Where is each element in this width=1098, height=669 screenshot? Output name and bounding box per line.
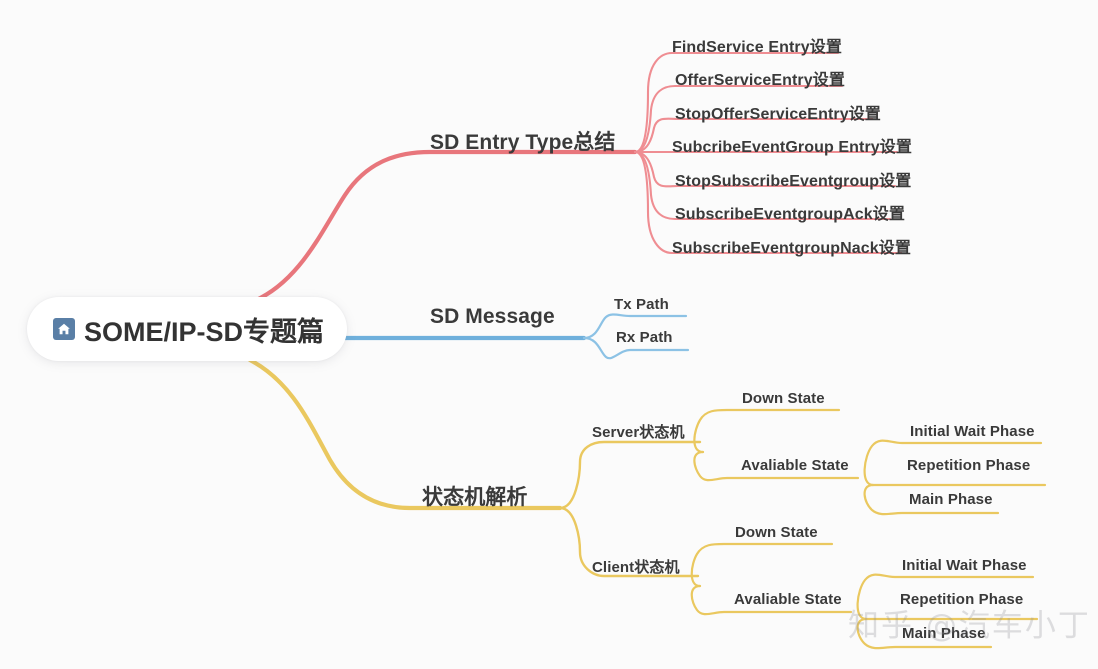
- node-server-initial-wait-phase[interactable]: Initial Wait Phase: [910, 423, 1035, 440]
- node-rx-path[interactable]: Rx Path: [616, 329, 673, 346]
- node-client-repetition-phase[interactable]: Repetition Phase: [900, 591, 1024, 608]
- node-client-state-machine[interactable]: Client状态机: [592, 559, 680, 576]
- node-subcribeeventgroup-entry[interactable]: SubcribeEventGroup Entry设置: [672, 139, 912, 156]
- node-server-main-phase[interactable]: Main Phase: [909, 491, 993, 508]
- node-tx-path[interactable]: Tx Path: [614, 296, 669, 313]
- node-subscribeeventgroupnack[interactable]: SubscribeEventgroupNack设置: [672, 240, 911, 257]
- branch-label-state-machine[interactable]: 状态机解析: [422, 486, 528, 509]
- node-stopsubscribeeventgroup[interactable]: StopSubscribeEventgroup设置: [675, 173, 912, 190]
- home-icon: [53, 318, 75, 340]
- watermark: 知乎 @汽车小丁: [848, 608, 1091, 644]
- root-node-label: SOME/IP-SD专题篇: [84, 316, 325, 347]
- node-server-down-state[interactable]: Down State: [742, 390, 825, 407]
- connector-client-to-down-state: [690, 542, 834, 588]
- node-client-initial-wait-phase[interactable]: Initial Wait Phase: [902, 557, 1027, 574]
- connector-state-machine-to-server: [558, 440, 702, 510]
- node-stopofferservice-entry[interactable]: StopOfferServiceEntry设置: [675, 106, 881, 123]
- node-client-down-state[interactable]: Down State: [735, 524, 818, 541]
- branch-label-sd-entry-type[interactable]: SD Entry Type总结: [430, 131, 616, 154]
- connector-server-to-down-state: [693, 408, 841, 454]
- node-subscribeeventgroupack[interactable]: SubscribeEventgroupAck设置: [675, 206, 906, 223]
- node-client-avaliable-state[interactable]: Avaliable State: [734, 591, 842, 608]
- node-server-state-machine[interactable]: Server状态机: [592, 424, 685, 441]
- branch-label-sd-message[interactable]: SD Message: [430, 305, 555, 328]
- node-server-avaliable-state[interactable]: Avaliable State: [741, 457, 849, 474]
- node-offerservice-entry[interactable]: OfferServiceEntry设置: [675, 72, 845, 89]
- connector-root-to-sd-entry-type: [249, 149, 638, 305]
- root-node[interactable]: SOME/IP-SD专题篇: [27, 297, 347, 361]
- node-findservice-entry[interactable]: FindService Entry设置: [672, 39, 842, 56]
- node-client-main-phase[interactable]: Main Phase: [902, 625, 986, 642]
- node-server-repetition-phase[interactable]: Repetition Phase: [907, 457, 1031, 474]
